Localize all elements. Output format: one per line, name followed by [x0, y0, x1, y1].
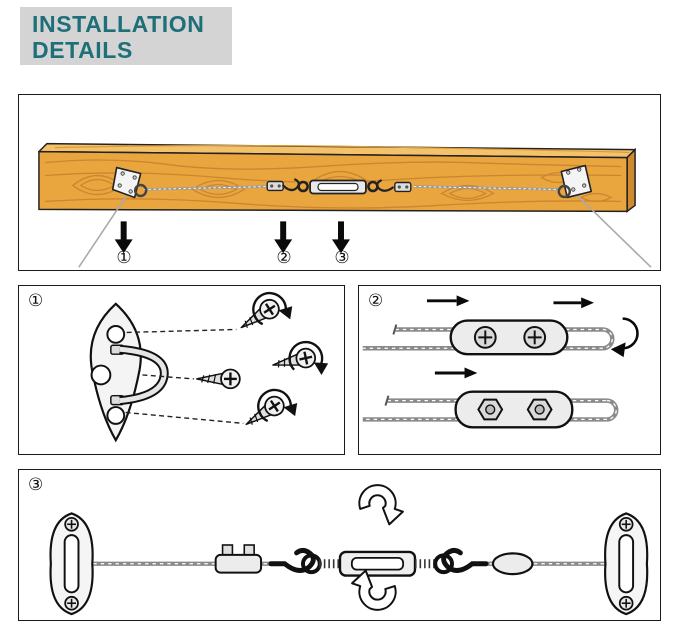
turnbuckle [301, 550, 454, 577]
pad-eye-ring [557, 184, 571, 199]
callout-number-3: ③ [334, 248, 350, 267]
title-block: INSTALLATION DETAILS [20, 7, 232, 65]
pad-eye-plate-left [49, 512, 94, 616]
wood-grain-top [54, 145, 630, 154]
rope-clamp-left [266, 180, 284, 192]
down-arrow-icon [274, 221, 293, 254]
hanging-wire-right [576, 194, 652, 268]
pad-eye-plate-right [604, 512, 649, 616]
plate-slot [63, 534, 80, 594]
beam-end-face [626, 147, 636, 213]
curved-arrow-icon [610, 317, 639, 358]
screw-hole-top [106, 325, 126, 344]
duplex-clamp-bottom [454, 390, 574, 429]
pad-eye-right [557, 164, 593, 199]
callout-number-1: ① [116, 248, 132, 267]
callout-number-2: ② [276, 248, 292, 267]
step3-panel: ③ [18, 469, 661, 621]
pad-eye-plate [89, 302, 169, 443]
down-arrow-icon [114, 221, 133, 254]
step3-badge: ③ [28, 475, 44, 494]
step2-badge: ② [368, 291, 384, 310]
duplex-clamp-top [449, 319, 569, 356]
hook-right-icon [441, 547, 489, 573]
screw-hole-bottom [106, 406, 126, 425]
rotation-arrow-top-icon [358, 484, 404, 526]
screw-icon [195, 368, 241, 390]
step1-badge: ① [28, 291, 44, 310]
down-arrow-icon [332, 221, 350, 254]
screw-hole-center [90, 364, 112, 386]
arrow-right-icon [434, 367, 478, 379]
wire-rope [143, 185, 560, 191]
threading-arrows [426, 295, 639, 379]
step2-panel: ② [358, 285, 661, 455]
screw-icon [234, 286, 299, 337]
arrow-right-icon [426, 295, 470, 307]
full-assembly-diagram [49, 484, 649, 616]
rope-sleeve [491, 552, 534, 576]
step1-panel: ① [18, 285, 345, 455]
rope-clamp-right [394, 181, 412, 193]
hook-left-icon [268, 547, 316, 573]
pad-eye-left [111, 166, 148, 199]
hook-left-icon [282, 178, 300, 192]
screw-icon [239, 380, 304, 434]
plate-slot [618, 534, 635, 594]
beam-assembly-diagram [38, 142, 652, 268]
page-title-line1: INSTALLATION [32, 11, 205, 37]
pad-eye-mounting-diagram [89, 286, 332, 443]
rope-clamp [214, 544, 263, 574]
callout-arrows [114, 221, 350, 254]
pad-eye-ring [133, 183, 148, 198]
turnbuckle [297, 179, 379, 195]
guide-dashed-lines [125, 328, 244, 425]
hanging-wire-left [78, 195, 128, 268]
hook-right-icon [376, 179, 394, 192]
overview-panel: ① ② ③ [18, 94, 661, 271]
page-title-line2: DETAILS [32, 37, 133, 63]
rope-clamp-threading-diagram [362, 295, 639, 429]
arrow-right-icon [553, 297, 594, 309]
screw-icon [269, 336, 332, 382]
d-ring [119, 346, 167, 404]
